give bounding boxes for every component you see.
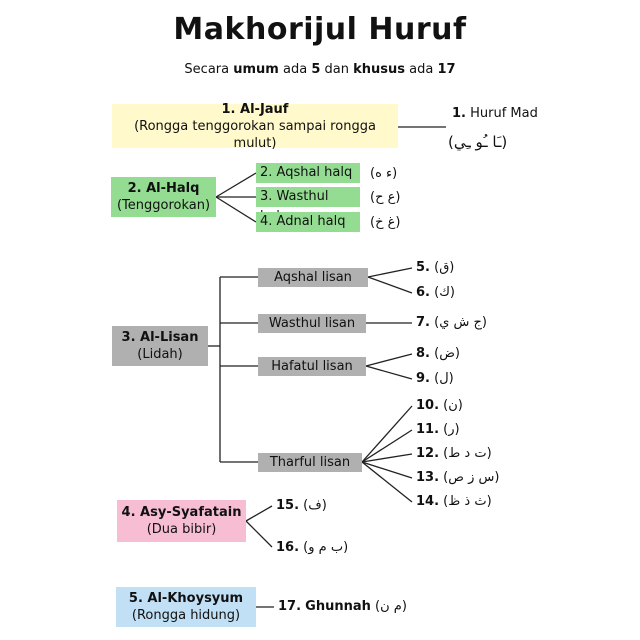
item-17: 17. Ghunnah (م ن) (278, 599, 407, 615)
item-letters: (ق) (434, 260, 455, 275)
jauf-item: 1. Huruf Mad (452, 106, 538, 122)
subtitle-count: 17 (437, 62, 456, 77)
halq-sub-aqshal: 2. Aqshal halq (256, 163, 360, 183)
subtitle: Secara umum ada 5 dan khusus ada 17 (0, 62, 640, 77)
item-number: 1. (452, 106, 466, 121)
item-letters: (ر) (443, 422, 460, 437)
jauf-letters: (ـَا ـُو ـِي) (448, 133, 508, 151)
item-letters: (ض) (434, 346, 460, 361)
category-desc: (Dua bibir) (146, 522, 217, 537)
item-number: 10. (416, 398, 440, 413)
category-title: 2. Al-Halq (127, 181, 200, 196)
halq-letters: (ع ح) (370, 190, 401, 205)
connector-line (361, 429, 413, 463)
item-6: 6. (ك) (416, 285, 455, 301)
subtitle-count: 5 (311, 62, 321, 77)
halq-sub-adnal: 4. Adnal halq (256, 212, 360, 232)
category-al-lisan: 3. Al-Lisan (Lidah) (112, 326, 208, 366)
item-letters: (ت د ط) (443, 446, 492, 461)
item-label: Ghunnah (305, 599, 371, 614)
lisan-sub-tharful: Tharful lisan (258, 453, 362, 472)
item-number: 13. (416, 470, 440, 485)
page-title: Makhorijul Huruf (173, 12, 467, 47)
item-number: 8. (416, 346, 430, 361)
item-letters: (ف) (303, 498, 327, 513)
category-asy-syafatain: 4. Asy-Syafatain (Dua bibir) (117, 500, 246, 542)
item-16: 16. (ب م و) (276, 540, 348, 556)
category-title: 4. Asy-Syafatain (121, 505, 242, 520)
item-number: 15. (276, 498, 300, 513)
item-number: 6. (416, 285, 430, 300)
item-number: 16. (276, 540, 300, 555)
connector-line (365, 353, 413, 367)
category-title: 1. Al-Jauf (221, 101, 289, 117)
item-10: 10. (ن) (416, 398, 463, 414)
halq-sub-wasthul: 3. Wasthul halq (256, 187, 360, 224)
item-letters: (ب م و) (303, 540, 349, 555)
item-label: Huruf Mad (470, 106, 538, 121)
subtitle-khusus: khusus (353, 62, 406, 77)
category-desc: (Lidah) (137, 347, 183, 362)
category-al-halq: 2. Al-Halq (Tenggorokan) (111, 177, 216, 217)
lisan-sub-wasthul: Wasthul lisan (258, 314, 366, 333)
category-title: 3. Al-Lisan (121, 330, 199, 345)
category-desc: (Tenggorokan) (116, 198, 211, 213)
item-number: 17. (278, 599, 302, 614)
subtitle-text: dan (324, 62, 349, 77)
item-14: 14. (ث ذ ظ) (416, 494, 492, 510)
category-title: 5. Al-Khoysyum (128, 591, 244, 606)
subtitle-text: Secara (184, 62, 230, 77)
connector-line (361, 405, 413, 463)
item-letters: (م ن) (375, 599, 407, 614)
item-letters: (ل) (434, 371, 454, 386)
connector-line (215, 196, 257, 223)
item-number: 11. (416, 422, 440, 437)
connector-line (361, 461, 413, 479)
lisan-sub-aqshal: Aqshal lisan (258, 268, 368, 287)
item-9: 9. (ل) (416, 371, 454, 387)
item-12: 12. (ت د ط) (416, 446, 492, 462)
connector-line (361, 461, 413, 503)
halq-letters: (غ خ) (370, 215, 401, 230)
item-5: 5. (ق) (416, 260, 454, 276)
subtitle-text: ada (283, 62, 308, 77)
item-number: 7. (416, 315, 430, 330)
connector-line (245, 505, 273, 522)
item-number: 14. (416, 494, 440, 509)
connector-line (361, 453, 413, 463)
connector-line (367, 276, 413, 294)
connector-line (367, 267, 413, 278)
item-number: 5. (416, 260, 430, 275)
item-7: 7. (ج ش ي) (416, 315, 487, 331)
item-letters: (ك) (434, 285, 455, 300)
item-letters: (ن) (443, 398, 463, 413)
connector-line (365, 365, 413, 380)
subtitle-text: ada (409, 62, 434, 77)
item-11: 11. (ر) (416, 422, 460, 438)
item-13: 13. (س ز ص) (416, 470, 499, 486)
connector-line (245, 520, 273, 548)
item-8: 8. (ض) (416, 346, 460, 362)
category-al-jauf: 1. Al-Jauf (Rongga tenggorokan sampai ro… (112, 101, 398, 151)
item-number: 9. (416, 371, 430, 386)
lisan-sub-hafatul: Hafatul lisan (258, 357, 366, 376)
category-desc: (Rongga tenggorokan sampai rongga mulut) (134, 118, 376, 151)
halq-letters: (ء ه) (370, 166, 398, 181)
category-desc: (Rongga hidung) (131, 608, 241, 623)
connector-line (215, 172, 257, 198)
item-letters: (س ز ص) (443, 470, 500, 485)
subtitle-umum: umum (233, 62, 279, 77)
item-letters: (ج ش ي) (434, 315, 487, 330)
item-15: 15. (ف) (276, 498, 327, 514)
item-number: 12. (416, 446, 440, 461)
item-letters: (ث ذ ظ) (443, 494, 492, 509)
category-al-khoysyum: 5. Al-Khoysyum (Rongga hidung) (116, 587, 256, 627)
